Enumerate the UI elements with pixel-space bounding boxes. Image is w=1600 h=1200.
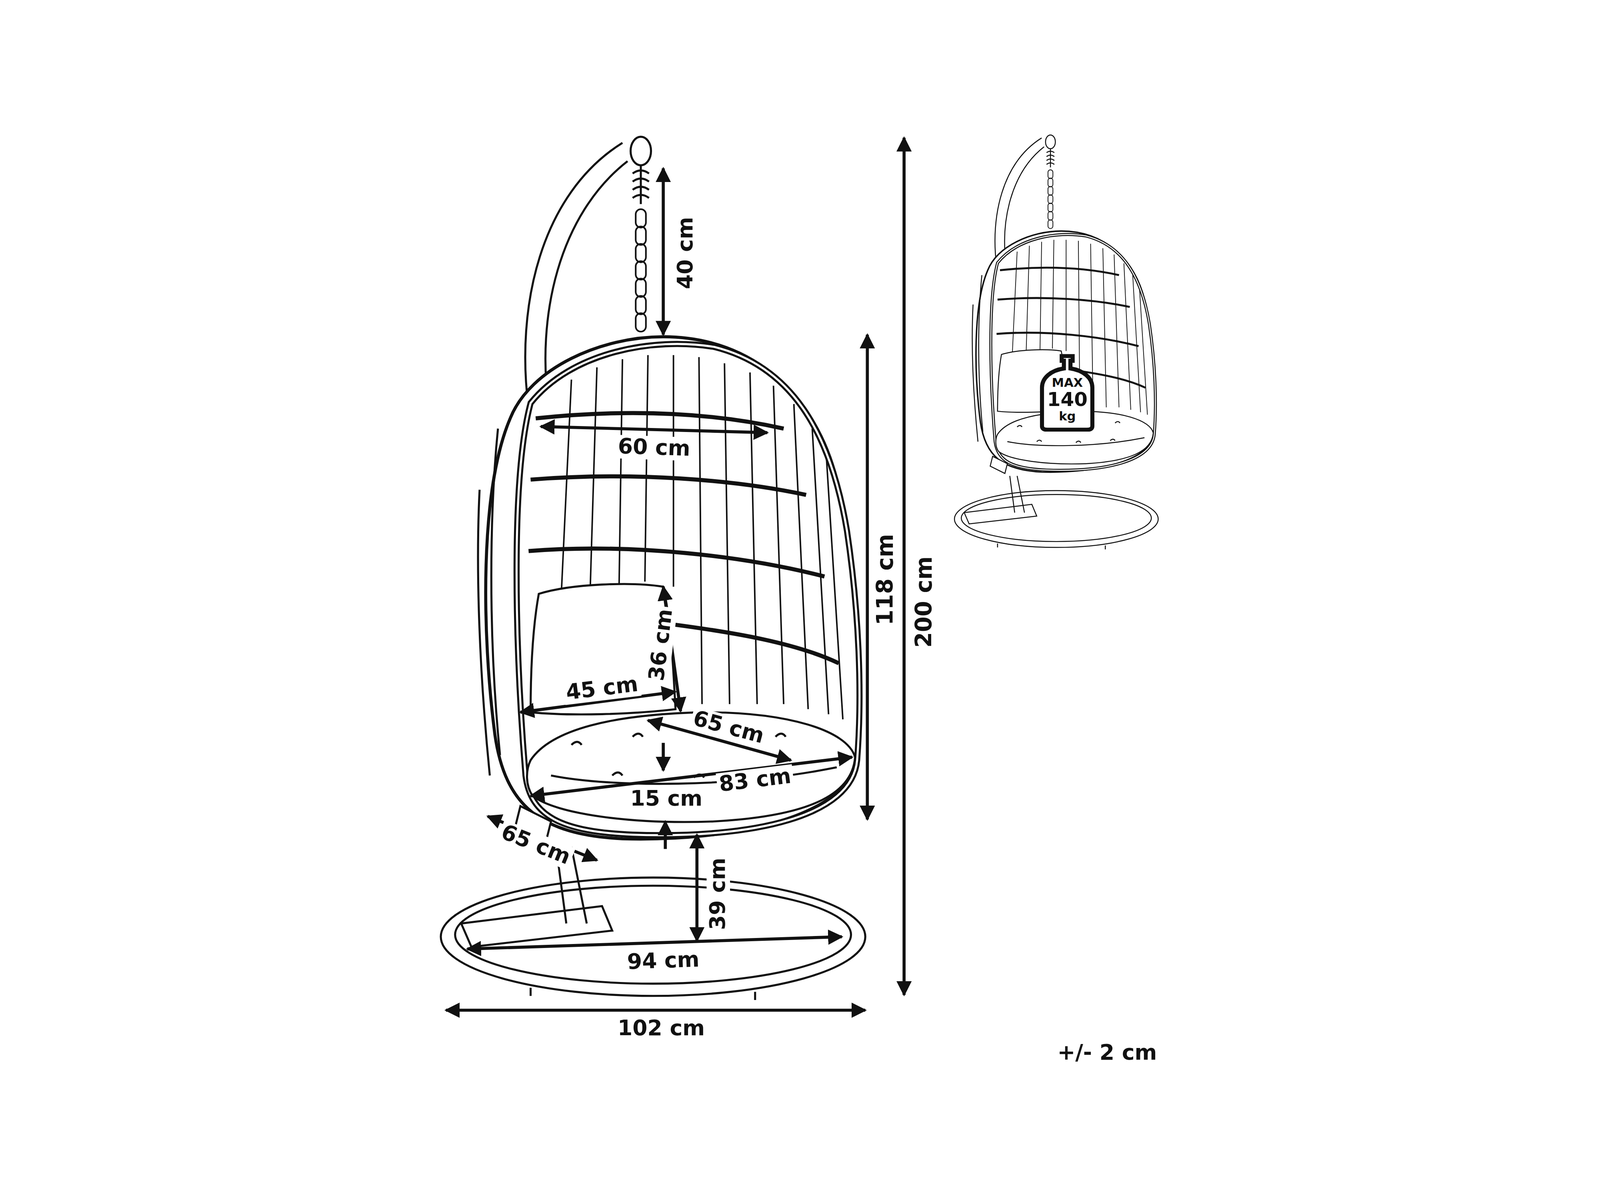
weight-text: MAX (1040, 376, 1095, 390)
tolerance-note: +/- 2 cm (1055, 1041, 1159, 1065)
dimension-lines (446, 137, 904, 1010)
weight-text-stack: MAX140kg (1040, 354, 1095, 423)
dimension-label: 15 cm (628, 787, 705, 811)
dimension-label: 102 cm (615, 1016, 707, 1041)
dimension-label: 39 cm (706, 855, 730, 932)
weight-text: kg (1040, 410, 1095, 423)
dimension-label: 60 cm (615, 434, 693, 462)
dimension-label: 94 cm (624, 948, 702, 975)
weight-limit-icon: MAX140kg (1040, 354, 1095, 432)
weight-text: 140 (1040, 390, 1095, 411)
dimension-label: 40 cm (674, 214, 698, 292)
dimension-label: 118 cm (873, 532, 898, 628)
dimension-label: 200 cm (912, 554, 937, 650)
